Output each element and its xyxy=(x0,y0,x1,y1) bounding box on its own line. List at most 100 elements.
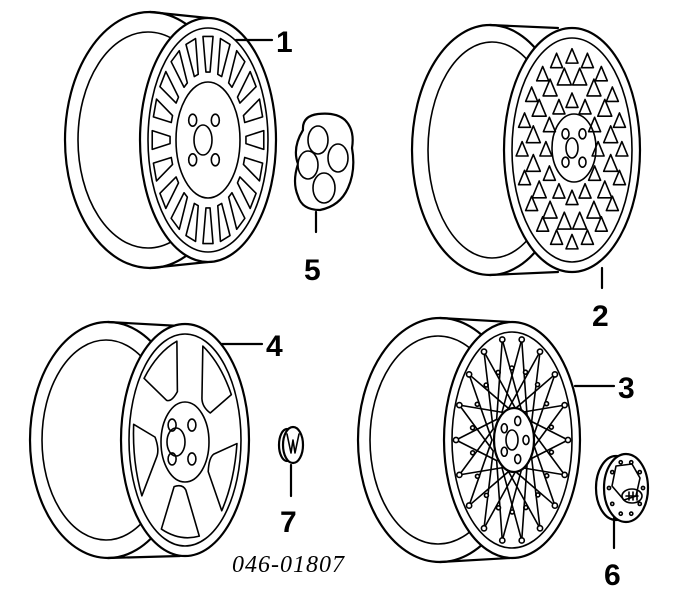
wheel-2-face-lip xyxy=(511,37,633,263)
wheel-1-slot xyxy=(245,129,265,151)
wheel-3-rim-top-edge xyxy=(438,316,512,324)
center-cap-dot xyxy=(637,501,643,507)
wheel-3-lace-node xyxy=(548,424,555,430)
wheel-4-rim-top-edge xyxy=(106,320,182,328)
wheel-2-mesh-opening xyxy=(580,52,595,69)
vw-logo-icon xyxy=(286,433,300,454)
wheel-2-mesh-opening xyxy=(587,165,602,182)
wheel-2-mesh-opening xyxy=(571,211,588,230)
wheel-2-mesh-opening xyxy=(578,98,592,115)
wheel-1-rim-top-edge xyxy=(148,10,210,20)
wheel-3-lace-line xyxy=(526,418,569,441)
wheel-2-mesh-opening xyxy=(596,180,613,199)
wheel-3-lace-node xyxy=(543,400,550,407)
wheel-3-center-bore xyxy=(505,429,519,451)
hub-cover-hole-left xyxy=(297,150,319,180)
wheel-3-lace-node xyxy=(480,348,488,356)
wheel-2-mesh-opening xyxy=(542,200,558,219)
wheel-3-lace-line xyxy=(526,439,569,462)
wheel-3-lace-line xyxy=(458,466,503,476)
wheel-2-mesh-opening xyxy=(542,78,558,97)
wheel-1-face xyxy=(138,16,278,264)
wheel-2-mesh-opening xyxy=(578,182,592,199)
wheel-4-bolt-hole xyxy=(187,452,197,466)
wheel-2-mesh-opening xyxy=(552,98,566,115)
wheel-2-mesh-opening xyxy=(580,229,595,246)
wheel-1-bolt-holes xyxy=(187,113,221,167)
wheel-3-lace-line xyxy=(531,439,556,507)
wheel-4-face-lip xyxy=(128,333,242,547)
wheel-3-lace-line xyxy=(514,373,556,410)
wheel-3-lace-node xyxy=(495,504,502,511)
wheel-3-lace-line xyxy=(455,418,498,441)
wheel-2-mesh-opening xyxy=(556,211,573,230)
center-cap-screw-dots xyxy=(606,459,646,517)
wheel-2-mesh-opening xyxy=(594,215,609,232)
wheel-2-mesh-opening xyxy=(612,112,627,129)
wheel-2-mesh-opening xyxy=(549,229,564,246)
wheel-2-mesh-opening xyxy=(602,125,619,144)
callout-6: 6 xyxy=(604,559,621,592)
wheel-3-lace-node xyxy=(518,336,526,343)
wheel-4-window xyxy=(132,423,159,497)
wheel-1-slot xyxy=(170,49,189,89)
wheel-2-mesh-opening xyxy=(571,67,588,86)
wheel-4-window xyxy=(160,484,201,539)
wheel-1-slots xyxy=(151,35,265,245)
wheel-3-lace-node xyxy=(455,401,463,409)
wheel-2-mesh-opening xyxy=(515,140,529,157)
wheel-2-mesh-opening xyxy=(565,189,579,206)
wheel-3-bolt-hole xyxy=(500,446,509,458)
wheel-1-slot xyxy=(236,176,257,210)
wheel-2-bolt-hole xyxy=(578,128,587,140)
wheel-2-mesh-opening xyxy=(524,86,539,103)
wheel-2-mesh-opening xyxy=(605,195,620,212)
bbs-logo-letters-icon xyxy=(625,491,639,501)
wheel-2-bolt-hole xyxy=(578,156,587,168)
wheel-1-slot xyxy=(159,70,180,104)
wheel-1-center-bore xyxy=(193,124,213,156)
wheel-3-lace-line xyxy=(507,350,541,410)
wheel-3-lace-line xyxy=(483,470,517,530)
wheel-3-lace-line xyxy=(501,466,523,542)
wheel-4-bolt-holes xyxy=(167,418,197,466)
callout-4: 4 xyxy=(266,330,283,363)
wheel-2-mesh-opening xyxy=(539,140,553,157)
wheel-2-mesh-opening xyxy=(602,153,619,173)
center-cap-dot xyxy=(609,469,615,475)
center-cap-dot xyxy=(618,459,624,465)
wheel-1-slot xyxy=(216,202,231,243)
wheel-2-bolt-holes xyxy=(561,128,587,168)
wheel-4-bolt-hole xyxy=(187,418,197,432)
wheel-3-lace-line xyxy=(501,338,523,414)
wheel-3-lace-line xyxy=(531,373,556,441)
part-5-hub-cover xyxy=(293,112,355,212)
wheel-1-bolt-hole xyxy=(187,113,198,128)
wheel-2-mesh-opening xyxy=(531,98,548,117)
wheel-2-mesh-opening xyxy=(542,165,557,182)
wheel-1-rim-bottom-edge xyxy=(148,260,210,270)
wheel-3-lace-line xyxy=(468,373,493,441)
wheel-2-mesh-openings xyxy=(515,47,629,250)
hub-cover-hole-top xyxy=(307,125,329,155)
wheel-3-lace-node xyxy=(469,450,476,456)
wheel-2-mesh-opening xyxy=(517,169,532,186)
wheel-2-mesh-alloy xyxy=(410,23,642,277)
wheel-2-center-bore xyxy=(565,137,579,159)
wheel-3-lace-node xyxy=(480,524,488,532)
center-cap-dot xyxy=(606,485,612,491)
drawing-code: 046-01807 xyxy=(232,552,345,578)
wheel-1-slot xyxy=(151,129,171,151)
wheel-2-mesh-opening xyxy=(549,52,564,69)
wheel-2-mesh-opening xyxy=(535,65,550,82)
wheel-2-mesh-opening xyxy=(535,215,550,232)
wheel-2-bolt-hole xyxy=(561,128,570,140)
wheel-3-lattice xyxy=(452,336,572,544)
wheel-3-lace-node xyxy=(452,436,460,444)
callout-7: 7 xyxy=(280,506,297,539)
wheel-2-mesh-opening xyxy=(612,169,627,186)
wheel-3-lace-node xyxy=(522,369,529,376)
wheel-3-lace-line xyxy=(458,404,495,452)
wheel-3-lace-node xyxy=(465,502,473,509)
